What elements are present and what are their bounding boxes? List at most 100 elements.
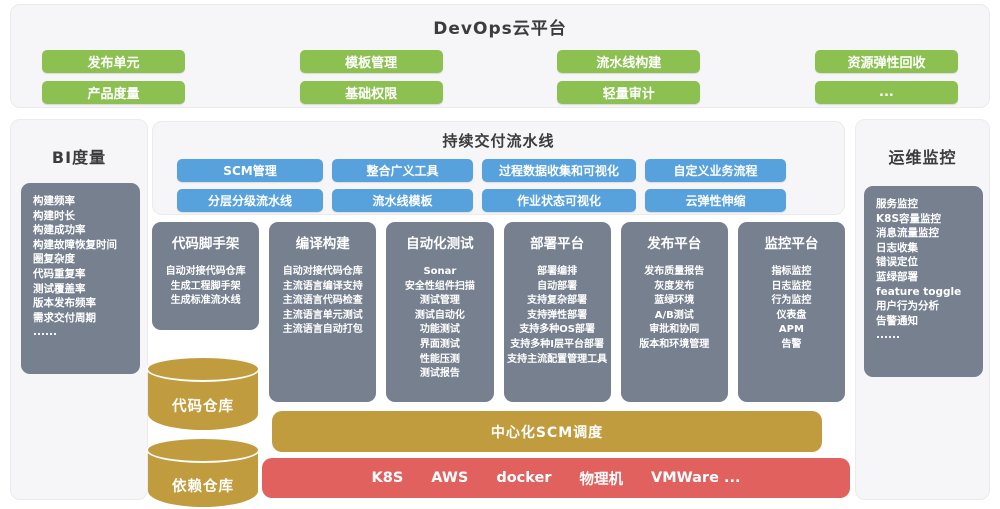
column-item: 版本和环境管理 — [639, 338, 710, 350]
capability-more: ... — [814, 81, 958, 104]
column-item: 仪表盘 — [776, 309, 807, 321]
column-item: 支持多种OS部署 — [519, 324, 595, 336]
ops-monitoring-list: 服务监控 K8S容量监控 消息流量监控 日志收集 错误定位 蓝绿部署 featu… — [864, 186, 983, 377]
column-item: 生成工程脚手架 — [170, 280, 241, 292]
ops-monitor-item: 告警通知 — [876, 314, 918, 327]
column-item: 功能测试 — [419, 324, 460, 336]
ops-monitor-item: 用户行为分析 — [876, 300, 939, 313]
infra-docker-label: docker — [496, 470, 552, 486]
code-repo-label: 代码仓库 — [172, 399, 234, 416]
pipeline-job-status: 作业状态可视化 — [482, 189, 636, 212]
column-item: 行为监控 — [771, 295, 812, 307]
bi-metrics-title: BI度量 — [51, 148, 107, 167]
column-deploy-platform: 部署平台 部署编排 自动部署 支持复杂部署 支持弹性部署 支持多种OS部署 支持… — [503, 222, 611, 402]
bi-metric-item: 代码重复率 — [33, 267, 86, 280]
column-item: 安全性组件扫描 — [404, 280, 475, 292]
column-item: 发布质量报告 — [644, 266, 705, 277]
capability-light-audit: 轻量审计 — [557, 81, 701, 104]
ops-monitor-item: 蓝绿部署 — [876, 270, 918, 283]
column-title: 编译构建 — [295, 236, 350, 252]
infra-physical-label: 物理机 — [579, 471, 624, 488]
column-release-platform: 发布平台 发布质量报告 灰度发布 蓝绿环境 A/B测试 审批和协同 版本和环境管… — [620, 222, 728, 402]
column-item: 主流语言编译支持 — [282, 280, 363, 292]
cd-pipeline-panel: 持续交付流水线 SCM管理 整合广义工具 过程数据收集和可视化 自定义业务流程 … — [152, 121, 845, 215]
column-item: 灰度发布 — [654, 280, 695, 292]
pipeline-tool-integration: 整合广义工具 — [332, 159, 473, 182]
column-item: 主流语言自动打包 — [282, 324, 363, 336]
bi-metric-item: 构建故障恢复时间 — [33, 238, 117, 251]
infra-aws-label: AWS — [431, 470, 469, 486]
ops-monitor-item: 消息流量监控 — [876, 227, 939, 240]
column-title: 发布平台 — [647, 236, 702, 252]
column-item: 支持弹性部署 — [527, 309, 588, 321]
dependency-repo-cylinder-icon: 依赖仓库 — [146, 437, 260, 507]
column-item: 蓝绿环境 — [654, 295, 695, 307]
central-scm-scheduler-label: 中心化SCM调度 — [490, 424, 604, 441]
column-item: 自动对接代码仓库 — [282, 266, 363, 277]
column-item: 性能压测 — [419, 353, 460, 365]
pipeline-scm-mgmt: SCM管理 — [177, 159, 323, 182]
column-item: 主流语言单元测试 — [282, 309, 363, 321]
column-item: 测试管理 — [419, 295, 460, 307]
pipeline-layered: 分层分级流水线 — [177, 189, 323, 212]
devops-platform-panel: DevOps云平台 发布单元 模板管理 流水线构建 资源弹性回收 产品度量 基础… — [10, 4, 990, 108]
column-compile-build: 编译构建 自动对接代码仓库 主流语言编译支持 主流语言代码检查 主流语言单元测试… — [269, 222, 377, 402]
column-item: 支持复杂部署 — [527, 295, 588, 307]
column-code-scaffold: 代码脚手架 自动对接代码仓库 生成工程脚手架 生成标准流水线 — [152, 222, 260, 330]
code-repo-cylinder-icon: 代码仓库 — [146, 356, 260, 430]
column-item: 测试自动化 — [414, 309, 465, 321]
column-item: APM — [778, 324, 804, 336]
ops-monitoring-panel: 运维监控 服务监控 K8S容量监控 消息流量监控 日志收集 错误定位 蓝绿部署 … — [855, 119, 990, 500]
column-item: 部署编排 — [537, 266, 578, 277]
bi-metric-item: 构建成功率 — [33, 224, 86, 237]
bi-metric-item: 测试覆盖率 — [33, 282, 86, 295]
column-title: 监控平台 — [764, 236, 819, 252]
column-monitor-platform: 监控平台 指标监控 日志监控 行为监控 仪表盘 APM 告警 — [737, 222, 846, 402]
cd-pipeline-title: 持续交付流水线 — [442, 132, 555, 150]
ops-monitor-item: 服务监控 — [876, 198, 918, 210]
page-title: DevOps云平台 — [433, 19, 567, 39]
bi-metric-item: 需求交付周期 — [33, 311, 96, 324]
bi-metric-item: 圈复杂度 — [33, 253, 75, 266]
pipeline-template: 流水线模板 — [332, 189, 473, 212]
ops-monitor-item: feature toggle — [876, 285, 962, 298]
ops-monitor-item: 日志收集 — [876, 241, 918, 254]
ops-monitor-item: ...... — [876, 329, 900, 342]
infrastructure-bar: K8S AWS docker 物理机 VMWare ... — [262, 458, 850, 498]
column-item: 自动部署 — [537, 280, 578, 292]
column-item: 测试报告 — [419, 368, 460, 380]
capability-template-mgmt: 模板管理 — [299, 50, 443, 73]
column-item: 主流语言代码检查 — [282, 295, 363, 307]
ops-monitor-item: K8S容量监控 — [876, 212, 942, 225]
column-item: 指标监控 — [771, 266, 812, 277]
bi-metrics-panel: BI度量 构建频率 构建时长 构建成功率 构建故障恢复时间 圈复杂度 代码重复率… — [10, 119, 148, 500]
capability-product-metrics: 产品度量 — [42, 81, 185, 104]
cd-pipeline-feature-grid: SCM管理 整合广义工具 过程数据收集和可视化 自定义业务流程 分层分级流水线 … — [153, 159, 844, 212]
infra-vmware-label: VMWare ... — [651, 470, 741, 486]
capability-columns: 代码脚手架 自动对接代码仓库 生成工程脚手架 生成标准流水线 编译构建 自动对接… — [152, 222, 846, 402]
column-item: 自动对接代码仓库 — [165, 266, 246, 277]
infra-k8s-label: K8S — [371, 470, 404, 486]
column-title: 部署平台 — [530, 236, 585, 252]
pipeline-custom-flow: 自定义业务流程 — [645, 159, 786, 182]
column-auto-test: 自动化测试 Sonar 安全性组件扫描 测试管理 测试自动化 功能测试 界面测试… — [386, 222, 494, 402]
capability-pipeline-build: 流水线构建 — [557, 50, 701, 73]
column-item: A/B测试 — [654, 309, 694, 321]
capability-release-unit: 发布单元 — [42, 50, 185, 73]
column-item: 告警 — [781, 338, 802, 350]
ops-monitor-item: 错误定位 — [876, 256, 918, 269]
central-scm-scheduler-bar: 中心化SCM调度 — [272, 411, 822, 452]
column-title: 自动化测试 — [406, 236, 474, 252]
column-item: 生成标准流水线 — [170, 295, 241, 307]
ops-monitoring-title: 运维监控 — [888, 148, 957, 167]
bi-metric-item: 构建时长 — [33, 209, 75, 222]
column-item: 界面测试 — [419, 338, 460, 350]
bi-metric-item: ...... — [33, 326, 57, 339]
column-item: 审批和协同 — [649, 324, 700, 336]
dependency-repo-label: 依赖仓库 — [172, 478, 234, 495]
pipeline-cloud-elastic: 云弹性伸缩 — [645, 189, 786, 212]
platform-capability-grid: 发布单元 模板管理 流水线构建 资源弹性回收 产品度量 基础权限 轻量审计 ..… — [11, 50, 989, 104]
capability-base-permission: 基础权限 — [299, 81, 443, 104]
column-item: 支持主流配置管理工具 — [507, 353, 608, 365]
column-item: 支持多种I层平台部署 — [510, 338, 604, 350]
